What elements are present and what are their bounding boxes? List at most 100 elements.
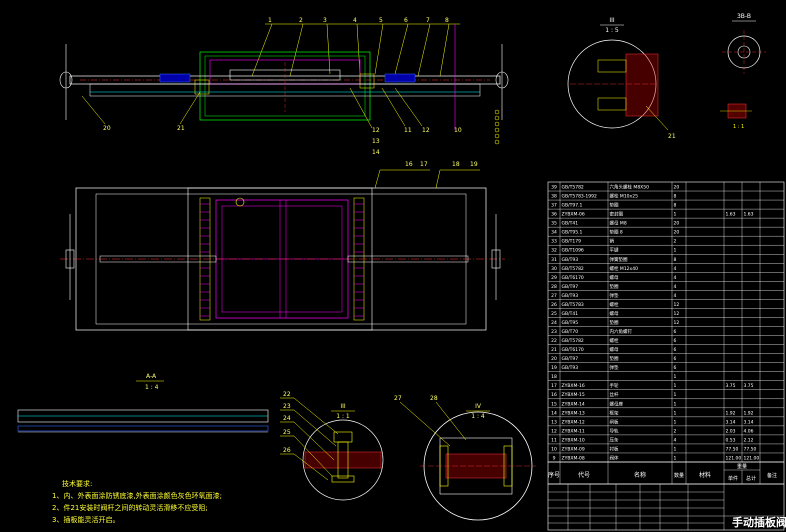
bom-cell: 23: [551, 329, 557, 335]
bom-header-unit: 单件: [728, 475, 738, 482]
ring-sub: 1 : 1: [733, 124, 744, 130]
bom-cell: 20: [674, 230, 680, 236]
balloon-5: 5: [379, 17, 383, 24]
bom-cell: GB/T93: [562, 293, 579, 299]
bom-cell: 15: [551, 401, 557, 407]
balloon-19: 19: [470, 161, 478, 168]
balloon-4: 4: [353, 17, 357, 24]
bom-cell: 1.92: [744, 410, 754, 416]
bom-cell: 77.50: [726, 446, 739, 452]
bom-cell: 4: [674, 266, 677, 272]
bom-cell: 17: [551, 383, 557, 389]
balloon-13: 13: [372, 138, 380, 145]
bom-header-material: 材料: [699, 471, 711, 479]
bom-cell: GB/T93: [562, 257, 579, 263]
bom-cell: 手轮: [610, 382, 619, 389]
bom-cell: GB/T97: [562, 284, 579, 290]
bom-cell: 1: [674, 419, 677, 425]
bom-cell: 2: [674, 428, 677, 434]
bom-cell: GB/T5783-1992: [562, 194, 598, 200]
bom-header-total: 总计: [746, 475, 756, 482]
note-2: 2、件21安装时阀杆之间的转动灵活滑移不应受阻;: [52, 503, 208, 512]
bom-cell: 4: [674, 284, 677, 290]
bom-cell: 16: [551, 392, 557, 398]
bom-cell: 垫圈: [610, 319, 619, 326]
detail3-scale: 1 : 5: [605, 27, 619, 34]
bom-cell: ZYBXM-06: [562, 212, 585, 218]
bom-cell: GB/T93: [562, 365, 579, 371]
bom-cell: 螺栓 M12x40: [610, 265, 639, 272]
bom-cell: 12: [551, 428, 557, 434]
bom-cell: 4.06: [744, 428, 754, 434]
bom-cell: 衬板: [610, 445, 619, 452]
bom-cell: 销: [610, 238, 615, 245]
bom-cell: 3.75: [744, 383, 754, 389]
notes-heading: 技术要求:: [62, 479, 92, 488]
bom-header-code: 代号: [578, 471, 590, 479]
bom-cell: GB/T97.1: [562, 203, 583, 209]
bom-cell: 1: [674, 401, 677, 407]
bom-cell: 弹垫: [610, 292, 619, 299]
bom-row: 15 ZYBXM-14 螺母座 1: [551, 400, 676, 407]
bom-cell: 4: [674, 293, 677, 299]
bom-cell: 六角头螺栓 M8X50: [610, 184, 650, 191]
bom-cell: GB/T6170: [562, 347, 584, 353]
bom-cell: 11: [551, 437, 557, 443]
bom-cell: GB/T41: [562, 221, 579, 227]
note-1: 1、内、外表面涂防锈底漆,外表面涂颜色灰色环氧面漆;: [52, 491, 222, 500]
bom-cell: 1: [674, 383, 677, 389]
bom-cell: 1.63: [726, 212, 736, 218]
bom-cell: GB/T70: [562, 329, 579, 335]
balloon-3: 3: [323, 17, 327, 24]
bom-cell: 螺母 M8: [610, 220, 627, 227]
bom-cell: 1: [674, 446, 677, 452]
balloon-6: 6: [404, 17, 408, 24]
balloon-12b: 12: [422, 127, 430, 134]
balloon-14: 14: [372, 149, 380, 156]
bom-header-remark: 备注: [767, 472, 777, 479]
bom-cell: 螺母座: [610, 400, 624, 407]
balloon-labels-top: 1 2 3 4 5 6 7 8: [268, 17, 449, 24]
bom-cell: GB/T5783: [562, 302, 584, 308]
bom-cell: 6: [674, 329, 677, 335]
bom-cell: 阀体: [610, 454, 619, 461]
bom-cell: 框架: [610, 409, 619, 416]
bom-cell: 28: [551, 284, 557, 290]
balloon-8: 8: [445, 17, 449, 24]
detail-iv-view: IV 1 : 4 27 28: [394, 395, 536, 521]
bom-cell: ZYBXM-13: [562, 410, 585, 416]
bom-cell: 2: [674, 239, 677, 245]
bom-cell: 6: [674, 347, 677, 353]
bom-cell: 29: [551, 275, 557, 281]
bom-cell: 1: [674, 212, 677, 218]
section-scale: 1 : 4: [145, 384, 159, 391]
bom-cell: 1: [674, 392, 677, 398]
bom-cell: 弹垫: [610, 364, 619, 371]
bom-cell: ZYBXM-14: [562, 401, 585, 407]
bom-cell: GB/T1096: [562, 248, 584, 254]
title-block: 手动插板阀: [547, 483, 786, 531]
bom-cell: 32: [551, 248, 557, 254]
bom-cell: 20: [674, 185, 680, 191]
bom-cell: 0.53: [726, 437, 736, 443]
bom-cell: 18: [551, 374, 557, 380]
balloon-11: 11: [404, 127, 412, 134]
bom-cell: 丝杆: [610, 391, 619, 398]
balloon-18: 18: [452, 161, 460, 168]
bom-cell: 35: [551, 221, 557, 227]
bom-cell: ZYBXM-09: [562, 446, 585, 452]
